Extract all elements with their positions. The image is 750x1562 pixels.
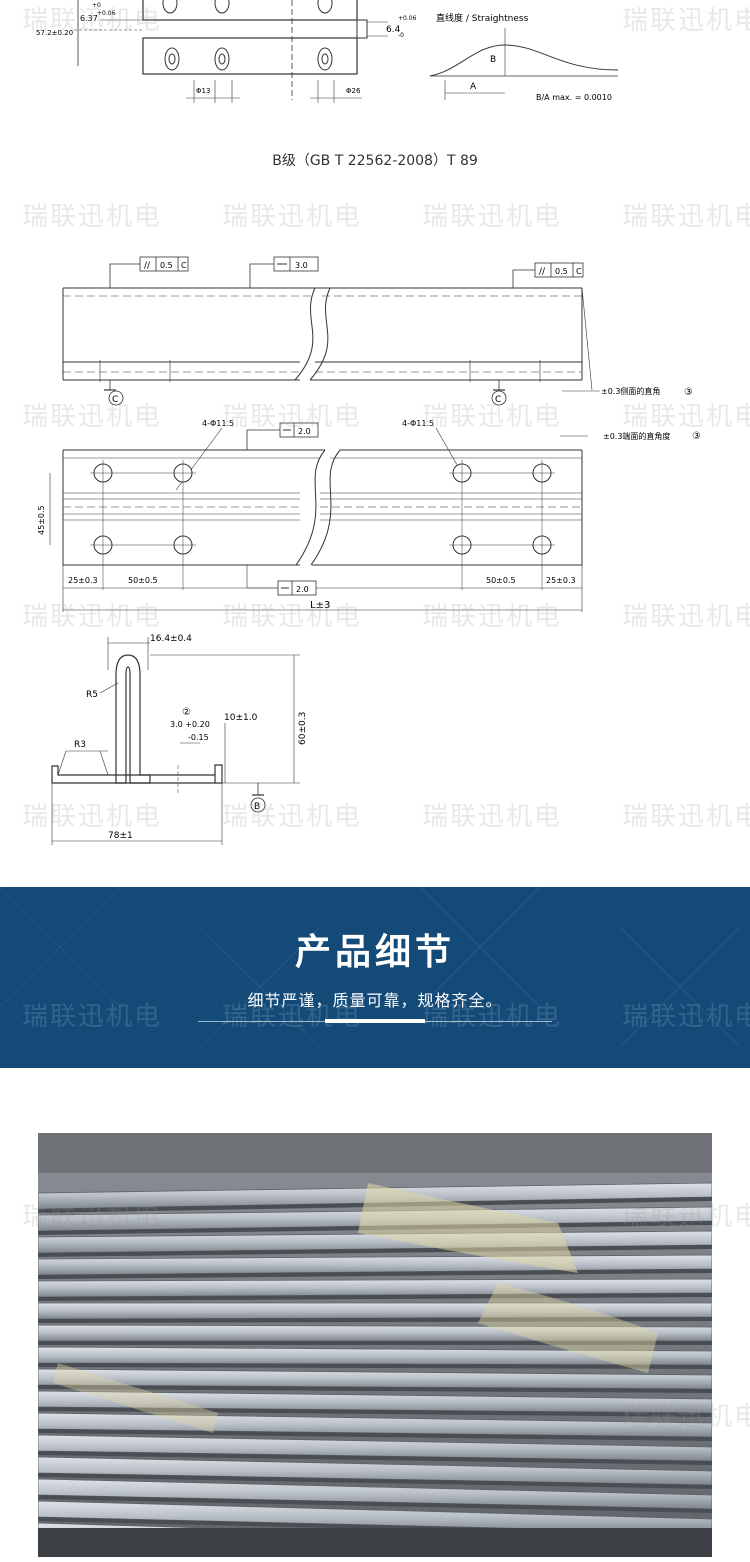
dim-d7: -0 xyxy=(398,32,404,39)
banner-subtitle: 细节严谨，质量可靠，规格齐全。 xyxy=(247,991,503,1010)
dim-50-right: 50±0.5 xyxy=(486,576,516,585)
rail-drawing: // 0.5 C 3.0 // 0.5 C xyxy=(0,250,750,620)
banner-divider-accent xyxy=(325,1019,425,1023)
straightness-b: B xyxy=(490,55,496,65)
end-note: ±0.3端面的直角度 xyxy=(603,431,670,441)
tol-straight-mid-bottom: 2.0 xyxy=(296,585,309,594)
rail-piece xyxy=(38,1346,712,1366)
rail-piece xyxy=(38,1500,712,1534)
watermark: 瑞联迅机电 xyxy=(222,202,363,232)
rail-piece xyxy=(38,1302,712,1320)
rail-shadow xyxy=(38,1317,712,1323)
tol-straight-top: 3.0 xyxy=(295,261,308,270)
dim-d1: +0 xyxy=(92,2,101,9)
banner-title: 产品细节 xyxy=(294,932,455,973)
tol-parallel-right: 0.5 xyxy=(555,267,568,276)
watermark: 瑞联迅机电 xyxy=(622,202,750,232)
straightness-a: A xyxy=(470,82,477,92)
watermark: 瑞联迅机电 xyxy=(422,202,563,232)
rail-shadow xyxy=(38,1407,712,1417)
standard-caption: B级（GB T 22562-2008）T 89 xyxy=(272,153,478,169)
rail-piece xyxy=(38,1368,712,1390)
rail-drawing-svg: // 0.5 C 3.0 // 0.5 C xyxy=(37,256,701,612)
product-photo xyxy=(38,1133,712,1557)
flange-dim: 10±1.0 xyxy=(224,713,258,723)
banner-pattern xyxy=(0,887,741,1048)
thickness-b: -0.15 xyxy=(188,733,209,742)
section-banner: 产品细节 细节严谨，质量可靠，规格齐全。 xyxy=(0,887,750,1068)
rail-shadow xyxy=(38,1473,712,1489)
rail-shadow xyxy=(38,1363,712,1369)
tol-straight-mid-top: 2.0 xyxy=(298,427,311,436)
dim-phi26: Φ26 xyxy=(346,87,361,95)
rail-piece xyxy=(38,1478,712,1510)
r3-label: R3 xyxy=(74,740,86,750)
rail-shadow xyxy=(38,1269,712,1279)
svg-text://: // xyxy=(144,261,151,271)
rail-shadow xyxy=(38,1495,712,1513)
datum-c-right: C xyxy=(495,395,501,405)
top-width-dim: 16.4±0.4 xyxy=(150,634,192,644)
rail-shadow xyxy=(38,1451,712,1465)
straightness-label: 直线度 / Straightness xyxy=(436,12,529,24)
straightness-formula: B/A max. = 0.0010 xyxy=(536,93,612,102)
side-note-num: ③ xyxy=(684,387,693,398)
rail-shadow xyxy=(38,1429,712,1441)
hole-spec-right: 4-Φ11.5 xyxy=(402,419,434,428)
top-drawing: +0 +0.06 6.37 57.2±0.20 +0.06 6.4 -0 Φ13… xyxy=(0,0,750,140)
dim-d3: 6.37 xyxy=(80,14,98,23)
hole-spec-left: 4-Φ11.5 xyxy=(202,419,234,428)
dim-25-right: 25±0.3 xyxy=(546,576,576,585)
dim-d6: 6.4 xyxy=(386,25,401,35)
rail-piece xyxy=(38,1434,712,1462)
height-dim: 45±0.5 xyxy=(37,505,46,535)
rail-piece xyxy=(38,1324,712,1342)
side-note: ±0.3侧面的直角 xyxy=(601,386,660,396)
profile-drawing-svg: 16.4±0.4 R5 R3 ② 3.0 +0.20 -0.15 10±1.0 … xyxy=(51,634,308,845)
end-note-num: ③ xyxy=(692,431,701,442)
rail-piece xyxy=(38,1456,712,1486)
rail-piece xyxy=(38,1278,712,1298)
tol-parallel-right-ref: C xyxy=(576,267,582,276)
profile-drawing: 16.4±0.4 R5 R3 ② 3.0 +0.20 -0.15 10±1.0 … xyxy=(0,625,750,855)
datum-c-left: C xyxy=(112,395,118,405)
length-dim: L±3 xyxy=(310,600,330,611)
r5-label: R5 xyxy=(86,690,98,700)
tol-parallel-left-ref: C xyxy=(181,261,187,270)
note-num: ② xyxy=(182,707,191,718)
rail-stack-photo xyxy=(38,1133,712,1557)
dim-d5: +0.06 xyxy=(398,15,417,22)
dim-25-left: 25±0.3 xyxy=(68,576,98,585)
svg-text://: // xyxy=(539,267,546,277)
tol-parallel-left: 0.5 xyxy=(160,261,173,270)
dim-d2: +0.06 xyxy=(97,10,116,17)
watermark: 瑞联迅机电 xyxy=(22,202,163,232)
rail-shadow xyxy=(38,1385,712,1393)
datum-b: B xyxy=(254,802,260,812)
thickness-a: 3.0 +0.20 xyxy=(170,720,210,729)
dim-phi13: Φ13 xyxy=(196,87,210,95)
top-drawing-svg: +0 +0.06 6.37 57.2±0.20 +0.06 6.4 -0 Φ13… xyxy=(36,0,619,103)
dim-d4: 57.2±0.20 xyxy=(36,29,73,37)
width-dim: 78±1 xyxy=(108,831,133,841)
dim-50-left: 50±0.5 xyxy=(128,576,158,585)
height-dim-profile: 60±0.3 xyxy=(298,712,308,745)
rail-shadow xyxy=(38,1341,712,1345)
rail-piece xyxy=(38,1390,712,1414)
rail-shadow xyxy=(38,1293,712,1301)
